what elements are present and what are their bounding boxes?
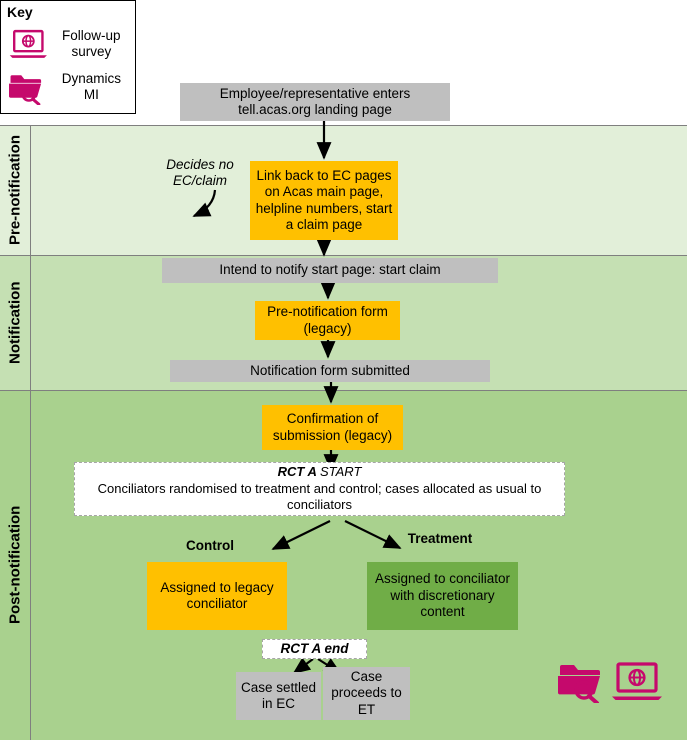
bottom-laptop-globe-icon — [611, 662, 663, 702]
node-intend-to-notify[interactable]: Intend to notify start page: start claim — [162, 258, 498, 283]
label-treatment: Treatment — [407, 531, 473, 546]
node-case-proceeds-to-et[interactable]: Case proceeds to ET — [323, 667, 410, 720]
node-link-back-to-ec-pages[interactable]: Link back to EC pages on Acas main page,… — [250, 161, 398, 240]
node-case-settled-in-ec[interactable]: Case settled in EC — [236, 672, 321, 720]
node-assigned-to-conciliator-discretionary[interactable]: Assigned to conciliator with discretiona… — [367, 562, 518, 630]
key-item-dynamics-mi: Dynamics MI — [9, 67, 129, 107]
rct-a-start-title-plain: START — [319, 463, 362, 479]
lane-label-separator-notify — [30, 255, 31, 390]
node-rct-a-start[interactable]: RCT A START Conciliators randomised to t… — [74, 462, 565, 516]
folder-magnifier-icon — [9, 74, 42, 105]
lane-divider-bottom — [0, 390, 687, 391]
laptop-globe-icon — [612, 662, 662, 700]
rct-a-start-title: RCT A START — [278, 464, 362, 481]
node-assigned-to-legacy-conciliator[interactable]: Assigned to legacy conciliator — [147, 562, 287, 630]
bottom-folder-magnifier-icon — [558, 659, 606, 703]
lane-divider-mid — [0, 255, 687, 256]
key-title: Key — [7, 4, 33, 20]
folder-magnifier-icon — [558, 665, 600, 703]
key-label-follow-up-survey: Follow-up survey — [62, 27, 121, 59]
node-rct-a-end[interactable]: RCT A end — [262, 639, 367, 659]
lane-label-separator-pre — [30, 125, 31, 255]
node-landing-page[interactable]: Employee/representative enters tell.acas… — [180, 83, 450, 121]
node-confirmation-of-submission[interactable]: Confirmation of submission (legacy) — [262, 405, 403, 450]
node-notification-form-submitted[interactable]: Notification form submitted — [170, 360, 490, 382]
label-decides-no-ec-claim: Decides no EC/claim — [166, 157, 234, 189]
lane-divider-top — [0, 125, 687, 126]
lane-label-separator-post — [30, 390, 31, 740]
key-legend-box: Key Follow-up survey Dynamics MI — [0, 0, 136, 114]
lane-label-notification: Notification — [6, 281, 24, 364]
node-pre-notification-form[interactable]: Pre-notification form (legacy) — [255, 301, 400, 340]
rct-a-start-title-bold: RCT A — [277, 463, 317, 479]
lane-label-pre-notification: Pre-notification — [6, 135, 24, 246]
laptop-globe-icon — [9, 29, 47, 58]
rct-a-start-body: Conciliators randomised to treatment and… — [97, 480, 542, 513]
label-control: Control — [186, 538, 234, 553]
lane-label-post-notification: Post-notification — [6, 505, 24, 625]
key-label-dynamics-mi: Dynamics MI — [61, 70, 121, 102]
key-item-follow-up-survey: Follow-up survey — [9, 25, 129, 63]
